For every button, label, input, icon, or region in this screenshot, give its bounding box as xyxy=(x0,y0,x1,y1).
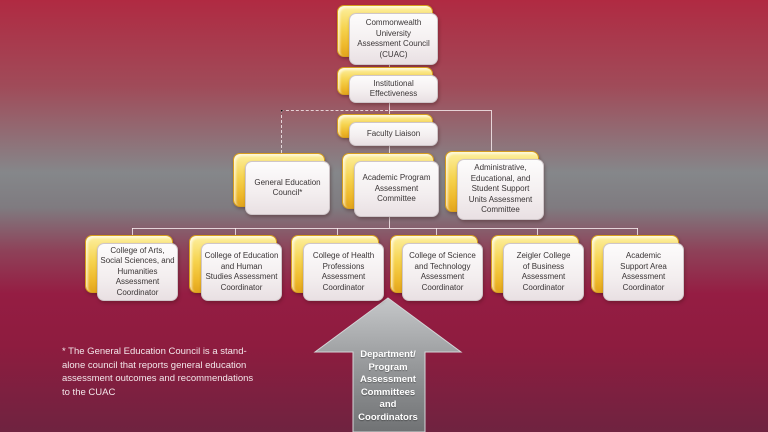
connector-institutional-faculty xyxy=(389,100,390,118)
node-academic-program-assessment-committee-label: Academic Program Assessment Committee xyxy=(362,173,431,204)
node-coord-education-label: College of Education and Human Studies A… xyxy=(204,251,279,292)
node-institutional-effectiveness: Institutional Effectiveness xyxy=(337,67,438,103)
node-admin-edu-student-support: Administrative, Educational, and Student… xyxy=(445,151,544,220)
connector-cuac-institutional xyxy=(389,61,390,71)
node-cuac: Commonwealth University Assessment Counc… xyxy=(337,5,438,65)
node-coord-science-label: College of Science and Technology Assess… xyxy=(409,251,476,292)
connector-drop-business xyxy=(537,228,538,236)
upward-arrow xyxy=(313,297,463,432)
node-coord-support: Academic Support Area Assessment Coordin… xyxy=(591,235,684,301)
node-coord-business: Zeigler College of Business Assessment C… xyxy=(491,235,584,301)
node-coord-health: College of Health Professions Assessment… xyxy=(291,235,384,301)
node-coord-health-label: College of Health Professions Assessment… xyxy=(312,251,375,292)
connector-drop-education xyxy=(235,228,236,236)
connector-coordinators-bus xyxy=(132,228,638,229)
connector-drop-health xyxy=(337,228,338,236)
connector-drop-arts xyxy=(132,228,133,236)
node-coord-arts-label: College of Arts, Social Sciences, and Hu… xyxy=(100,245,175,297)
node-coord-support-label: Academic Support Area Assessment Coordin… xyxy=(620,251,667,292)
connector-dashed-horizontal xyxy=(281,110,393,111)
connector-solid-horizontal xyxy=(390,110,491,111)
node-cuac-label: Commonwealth University Assessment Counc… xyxy=(357,18,430,59)
node-general-education-council: General Education Council* xyxy=(233,153,330,215)
node-coord-arts: College of Arts, Social Sciences, and Hu… xyxy=(85,235,178,301)
connector-admin-drop xyxy=(491,110,492,152)
node-institutional-effectiveness-label: Institutional Effectiveness xyxy=(369,78,418,99)
connector-drop-science xyxy=(436,228,437,236)
node-admin-edu-student-support-label: Administrative, Educational, and Student… xyxy=(468,163,533,215)
arrow-label: Department/ Program Assessment Committee… xyxy=(358,349,418,423)
node-general-education-council-label: General Education Council* xyxy=(254,177,321,198)
node-faculty-liaison-label: Faculty Liaison xyxy=(366,128,421,138)
footnote: * The General Education Council is a sta… xyxy=(62,346,254,398)
node-coord-education: College of Education and Human Studies A… xyxy=(189,235,282,301)
connector-dashed-gened xyxy=(281,110,282,158)
node-coord-business-label: Zeigler College of Business Assessment C… xyxy=(516,251,571,292)
node-coord-science: College of Science and Technology Assess… xyxy=(390,235,483,301)
connector-apac-bus xyxy=(389,215,390,228)
node-faculty-liaison: Faculty Liaison xyxy=(337,114,438,146)
connector-drop-support xyxy=(637,228,638,236)
node-academic-program-assessment-committee: Academic Program Assessment Committee xyxy=(342,153,439,217)
connector-faculty-apac xyxy=(389,144,390,156)
